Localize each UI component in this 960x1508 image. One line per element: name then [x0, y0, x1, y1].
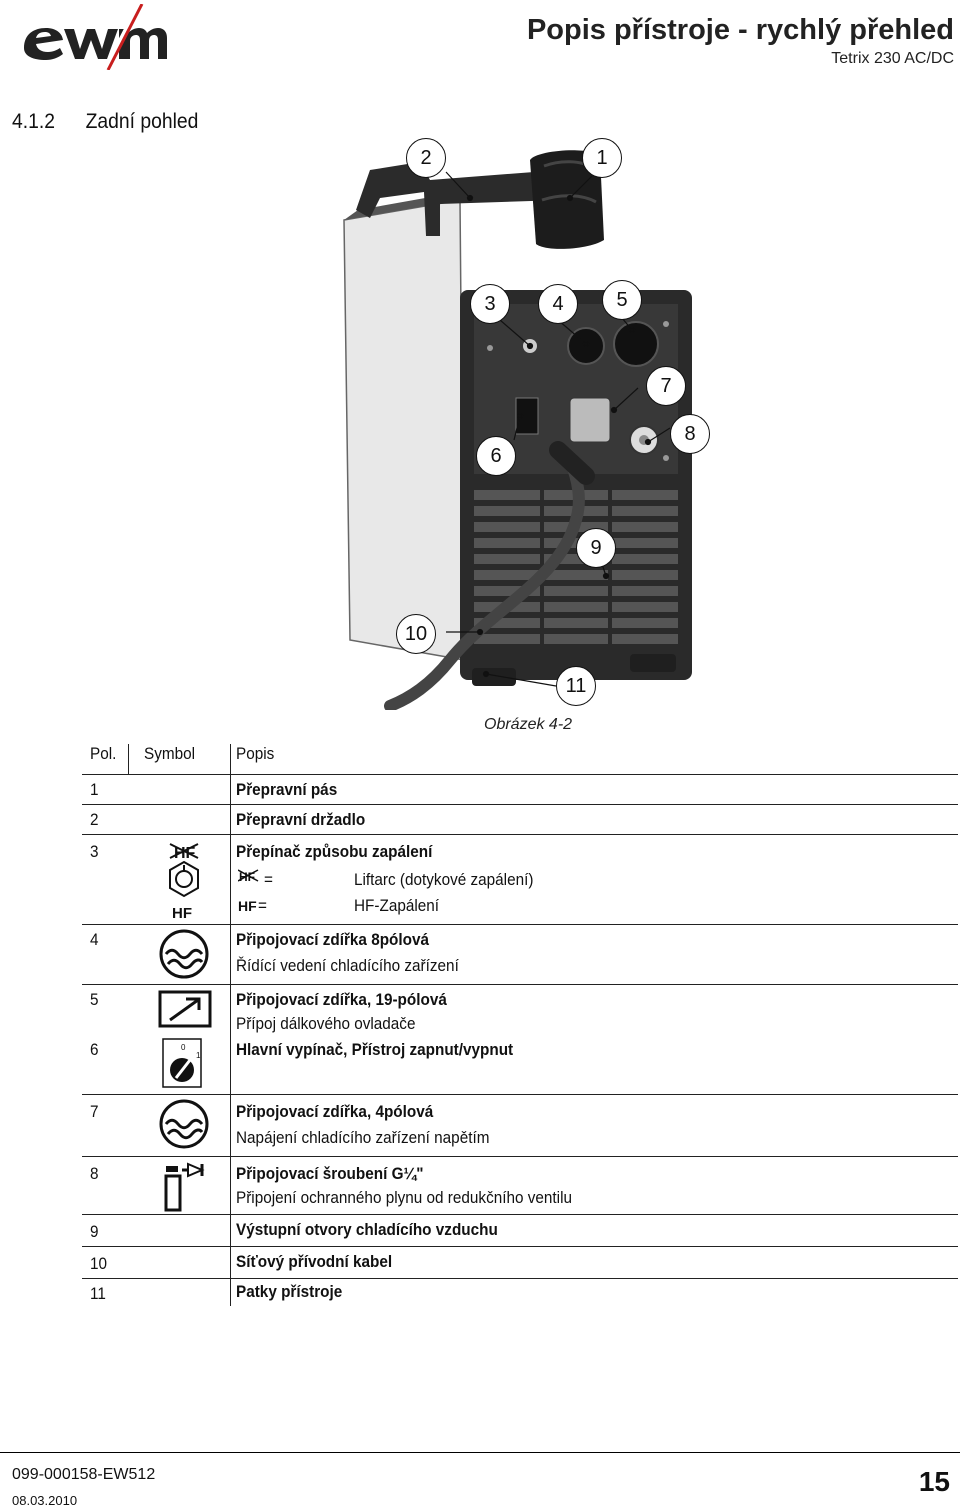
- row-3-sub1-text: Liftarc (dotykové zapálení): [354, 870, 534, 889]
- row-6-title: Hlavní vypínač, Přístroj zapnut/vypnut: [236, 1040, 514, 1059]
- header-symbol: Symbol: [144, 744, 196, 763]
- callout-5: 5: [602, 280, 642, 320]
- coolant-power-icon: [159, 1099, 209, 1149]
- section-title: Zadní pohled: [85, 110, 199, 133]
- section-heading: 4.1.2 Zadní pohled: [12, 110, 198, 134]
- row-9-pos: 9: [90, 1222, 99, 1241]
- row-10-pos: 10: [90, 1254, 108, 1273]
- row-1-title: Přepravní pás: [236, 780, 338, 799]
- row-4-pos: 4: [90, 930, 99, 949]
- row-11-pos: 11: [90, 1284, 106, 1303]
- divider: [82, 984, 958, 985]
- hf-symbol-label: HF: [172, 905, 192, 922]
- header-desc: Popis: [236, 744, 275, 763]
- row-3-sub1-eq: =: [264, 870, 273, 889]
- coolant-socket-icon: [159, 929, 209, 979]
- divider: [82, 1278, 958, 1279]
- row-3-sub2-text: HF-Zapálení: [354, 896, 440, 915]
- divider: [82, 804, 958, 805]
- switch-label-1: 1: [196, 1051, 201, 1060]
- divider: [128, 744, 129, 774]
- callout-3: 3: [470, 284, 510, 324]
- row-1-pos: 1: [90, 780, 99, 799]
- divider: [82, 1214, 958, 1215]
- remote-socket-icon: [158, 990, 212, 1028]
- row-8-pos: 8: [90, 1164, 99, 1183]
- section-number: 4.1.2: [12, 110, 55, 133]
- callout-11: 11: [556, 666, 596, 706]
- product-name: Tetrix 230 AC/DC: [831, 50, 954, 67]
- row-3-pos: 3: [90, 842, 99, 861]
- row-7-title: Připojovací zdířka, 4pólová: [236, 1102, 434, 1121]
- switch-label-0: 0: [181, 1043, 186, 1052]
- figure-caption: Obrázek 4-2: [484, 716, 573, 733]
- row-3-title: Přepínač způsobu zapálení: [236, 842, 433, 861]
- divider: [230, 744, 231, 1306]
- divider: [82, 1094, 958, 1095]
- row-5-desc: Přípoj dálkového ovladače: [236, 1014, 416, 1033]
- hf-switch-icon: HF HF: [169, 843, 199, 922]
- row-8-title: Připojovací šroubení G¼": [236, 1164, 424, 1183]
- gas-connection-icon: [164, 1162, 205, 1212]
- row-2-title: Přepravní držadlo: [236, 810, 366, 829]
- divider: [82, 774, 958, 775]
- row-4-title: Připojovací zdířka 8pólová: [236, 930, 430, 949]
- callout-4: 4: [538, 284, 578, 324]
- row-11-title: Patky přístroje: [236, 1282, 343, 1301]
- liftarc-icon: HF: [238, 869, 259, 884]
- row-9-title: Výstupní otvory chladícího vzduchu: [236, 1220, 498, 1239]
- document-date: 08.03.2010: [12, 1493, 78, 1508]
- row-2-pos: 2: [90, 810, 99, 829]
- row-8-desc: Připojení ochranného plynu od redukčního…: [236, 1188, 572, 1207]
- row-6-pos: 6: [90, 1040, 99, 1059]
- callout-10: 10: [396, 614, 436, 654]
- welding-machine-photo: 2 1 3 4 5 7 8 6 9 10 11: [330, 138, 760, 712]
- ewm-logo: [24, 4, 167, 70]
- callout-8: 8: [670, 414, 710, 454]
- divider: [82, 834, 958, 835]
- row-7-pos: 7: [90, 1102, 99, 1121]
- divider: [82, 1246, 958, 1247]
- footer-divider: [0, 1452, 960, 1453]
- callout-2: 2: [406, 138, 446, 178]
- callout-7: 7: [646, 366, 686, 406]
- callout-9: 9: [576, 528, 616, 568]
- document-id: 099-000158-EW512: [12, 1466, 156, 1483]
- main-switch-icon: 0 1: [162, 1038, 202, 1088]
- row-3-sub2-eq: =: [258, 896, 267, 915]
- divider: [82, 1156, 958, 1157]
- callout-1: 1: [582, 138, 622, 178]
- header-pos: Pol.: [90, 744, 117, 763]
- page-number: 15: [918, 1466, 950, 1497]
- row-4-desc: Řídící vedení chladícího zařízení: [236, 956, 459, 975]
- divider: [82, 924, 958, 925]
- callout-6: 6: [476, 436, 516, 476]
- row-10-title: Síťový přívodní kabel: [236, 1252, 393, 1271]
- row-7-desc: Napájení chladícího zařízení napětím: [236, 1128, 490, 1147]
- row-3-sub2-sym: HF: [238, 898, 257, 914]
- page-title: Popis přístroje - rychlý přehled: [526, 14, 954, 46]
- row-5-title: Připojovací zdířka, 19-pólová: [236, 990, 447, 1009]
- row-5-pos: 5: [90, 990, 99, 1009]
